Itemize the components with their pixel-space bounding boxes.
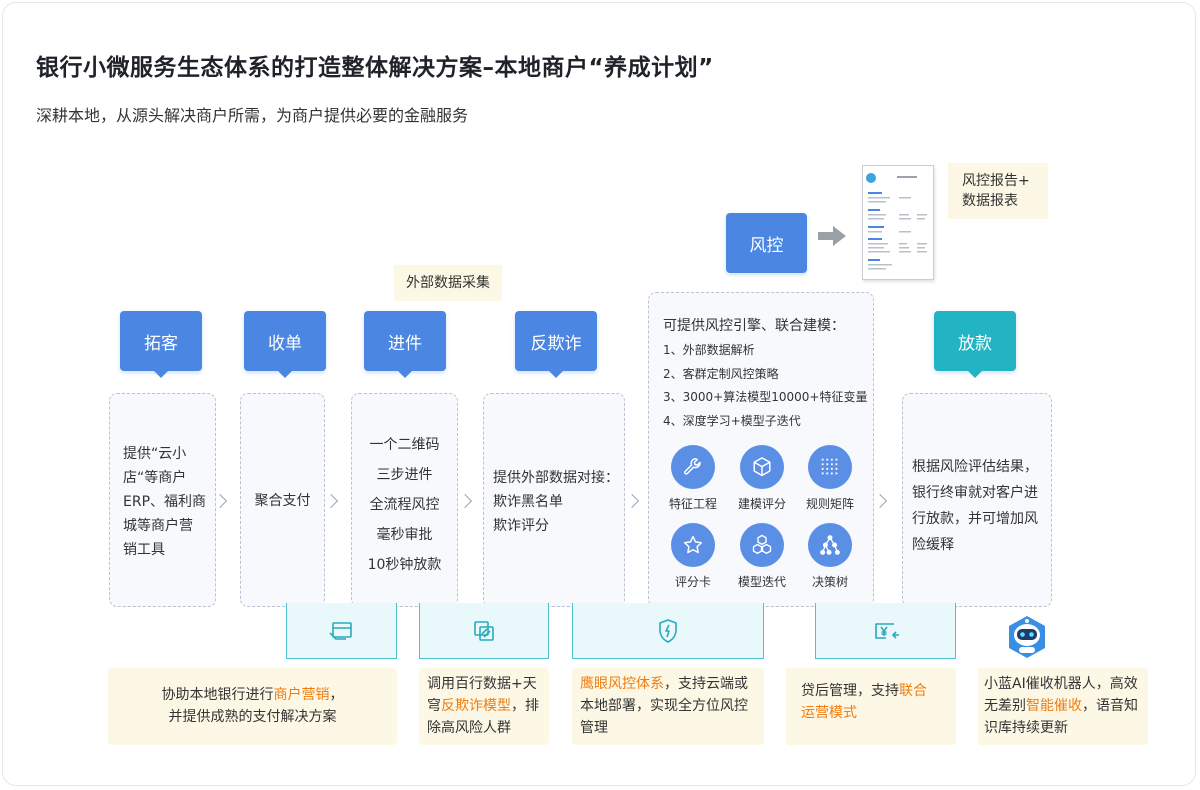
grid-rule-matrix: 规则矩阵 — [790, 445, 870, 512]
stage-fangkuan: 放款 — [934, 311, 1016, 378]
box-tuoke: 提供“云小 店“等商户 ERP、福利商 城等商户营 销工具 — [109, 393, 216, 607]
yen-bill-icon — [874, 622, 899, 639]
grid-decision-tree: 决策树 — [790, 523, 870, 590]
external-data-tag: 外部数据采集 — [394, 265, 502, 301]
box-jinjian: 一个二维码 三步进件 全流程风控 毫秒审批 10秒钟放款 — [351, 393, 458, 607]
cube-icon — [753, 457, 771, 477]
bottom-box-post-loan: 贷后管理，支持联合 运营模式 — [786, 668, 956, 745]
strip-marketing — [286, 603, 397, 659]
box-fangkuan: 根据风险评估结果， 银行终审就对客户进 行放款，并可增加风 险缓释 — [902, 393, 1052, 607]
layers-icon — [474, 620, 494, 641]
arrow-right-icon — [818, 226, 846, 246]
grid-model-iteration: 模型迭代 — [722, 523, 802, 590]
report-document-thumbnail — [862, 165, 934, 280]
strip-antifraud — [419, 603, 549, 659]
bottom-box-antifraud: 调用百行数据+天 穹反欺诈模型，排 除高风险人群 — [419, 668, 549, 745]
stage-tuoke: 拓客 — [120, 311, 202, 378]
card-hand-icon — [328, 621, 352, 640]
box-fanqizha: 提供外部数据对接： 欺诈黑名单 欺诈评分 — [483, 393, 625, 607]
tree-icon — [820, 535, 840, 555]
stage-shoudan: 收单 — [244, 311, 326, 378]
page-subtitle: 深耕本地，从源头解决商户所需，为商户提供必要的金融服务 — [36, 106, 469, 125]
star-icon — [683, 535, 703, 554]
page-title: 银行小微服务生态体系的打造整体解决方案–本地商户“养成计划” — [36, 55, 714, 81]
stage-fanqizha: 反欺诈 — [515, 311, 597, 378]
wrench-icon — [684, 458, 701, 475]
bottom-box-ai-collection: 小蓝AI催收机器人，高效 无差别智能催收，语音知 识库持续更新 — [978, 668, 1148, 745]
stage-fengkong: 风控 — [726, 213, 807, 273]
strip-eagle-eye — [572, 603, 764, 659]
box-shoudan: 聚合支付 — [240, 393, 325, 607]
grid-scorecard: 评分卡 — [653, 523, 733, 590]
strip-post-loan — [815, 603, 956, 659]
grid-feature-engineering: 特征工程 — [653, 445, 733, 512]
shield-icon — [659, 618, 677, 643]
bottom-box-eagle-eye: 鹰眼风控体系，支持云端或 本地部署，实现全方位风控 管理 — [572, 668, 764, 745]
stage-jinjian: 进件 — [364, 311, 446, 378]
box-fengkong: 可提供风控引擎、联合建模： 1、外部数据解析 2、客群定制风控策略 3、3000… — [648, 292, 874, 607]
report-tag: 风控报告+ 数据报表 — [948, 163, 1048, 219]
bottom-box-marketing: 协助本地银行进行商户营销， 并提供成熟的支付解决方案 — [108, 668, 397, 745]
robot-icon — [1009, 616, 1045, 658]
matrix-icon — [821, 458, 838, 475]
cubes-icon — [752, 534, 772, 554]
grid-model-scoring: 建模评分 — [722, 445, 802, 512]
